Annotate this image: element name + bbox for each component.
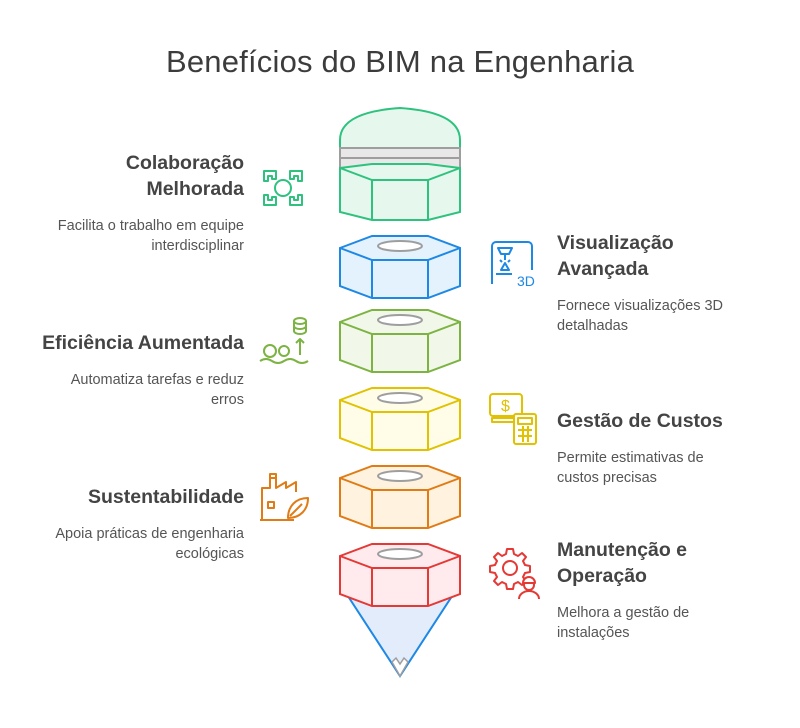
benefit-title: Sustentabilidade [87, 486, 244, 508]
benefit-costs: Gestão de Custos Permite estimativas de … [557, 408, 777, 488]
benefit-title: Colaboração Melhorada [125, 152, 244, 200]
benefit-title: Manutenção e Operação [557, 539, 688, 587]
stack-segment-yellow [339, 387, 461, 451]
collaboration-hands-icon [263, 170, 303, 206]
benefit-efficiency: Eficiência Aumentada Automatiza tarefas … [0, 330, 244, 410]
stack-segment-blue [339, 235, 461, 299]
efficiency-database-icon [259, 317, 309, 364]
benefit-title: Gestão de Custos [557, 410, 723, 432]
benefit-collaboration: Colaboração Melhorada Facilita o trabalh… [4, 150, 244, 256]
benefit-description: Automatiza tarefas e reduz erros [70, 372, 244, 408]
eco-factory-icon [260, 473, 309, 521]
benefit-sustainability: Sustentabilidade Apoia práticas de engen… [0, 484, 244, 564]
money-calculator-icon: $ [489, 393, 537, 445]
benefit-description: Facilita o trabalho em equipe interdisci… [57, 218, 244, 254]
maintenance-gear-worker-icon [489, 548, 540, 600]
stack-segment-orange [339, 465, 461, 529]
stack-segment-red [339, 543, 461, 678]
benefit-description: Permite estimativas de custos precisas [557, 450, 704, 486]
benefit-title: Eficiência Aumentada [42, 332, 244, 354]
benefit-description: Apoia práticas de engenharia ecológicas [55, 526, 244, 562]
benefit-description: Fornece visualizações 3D detalhadas [557, 298, 724, 334]
page-title: Benefícios do BIM na Engenharia [165, 44, 635, 79]
stack-segment-green [339, 106, 461, 221]
stack-segment-lime [339, 309, 461, 373]
benefit-maintenance: Manutenção e Operação Melhora a gestão d… [557, 537, 777, 643]
svg-text:$: $ [501, 398, 510, 415]
benefit-visualization: Visualização Avançada Fornece visualizaç… [557, 230, 777, 336]
benefit-title: Visualização Avançada [557, 232, 674, 280]
benefit-description: Melhora a gestão de instalações [557, 605, 690, 641]
3d-printer-icon: 3D [491, 241, 535, 289]
svg-text:3D: 3D [517, 273, 535, 289]
